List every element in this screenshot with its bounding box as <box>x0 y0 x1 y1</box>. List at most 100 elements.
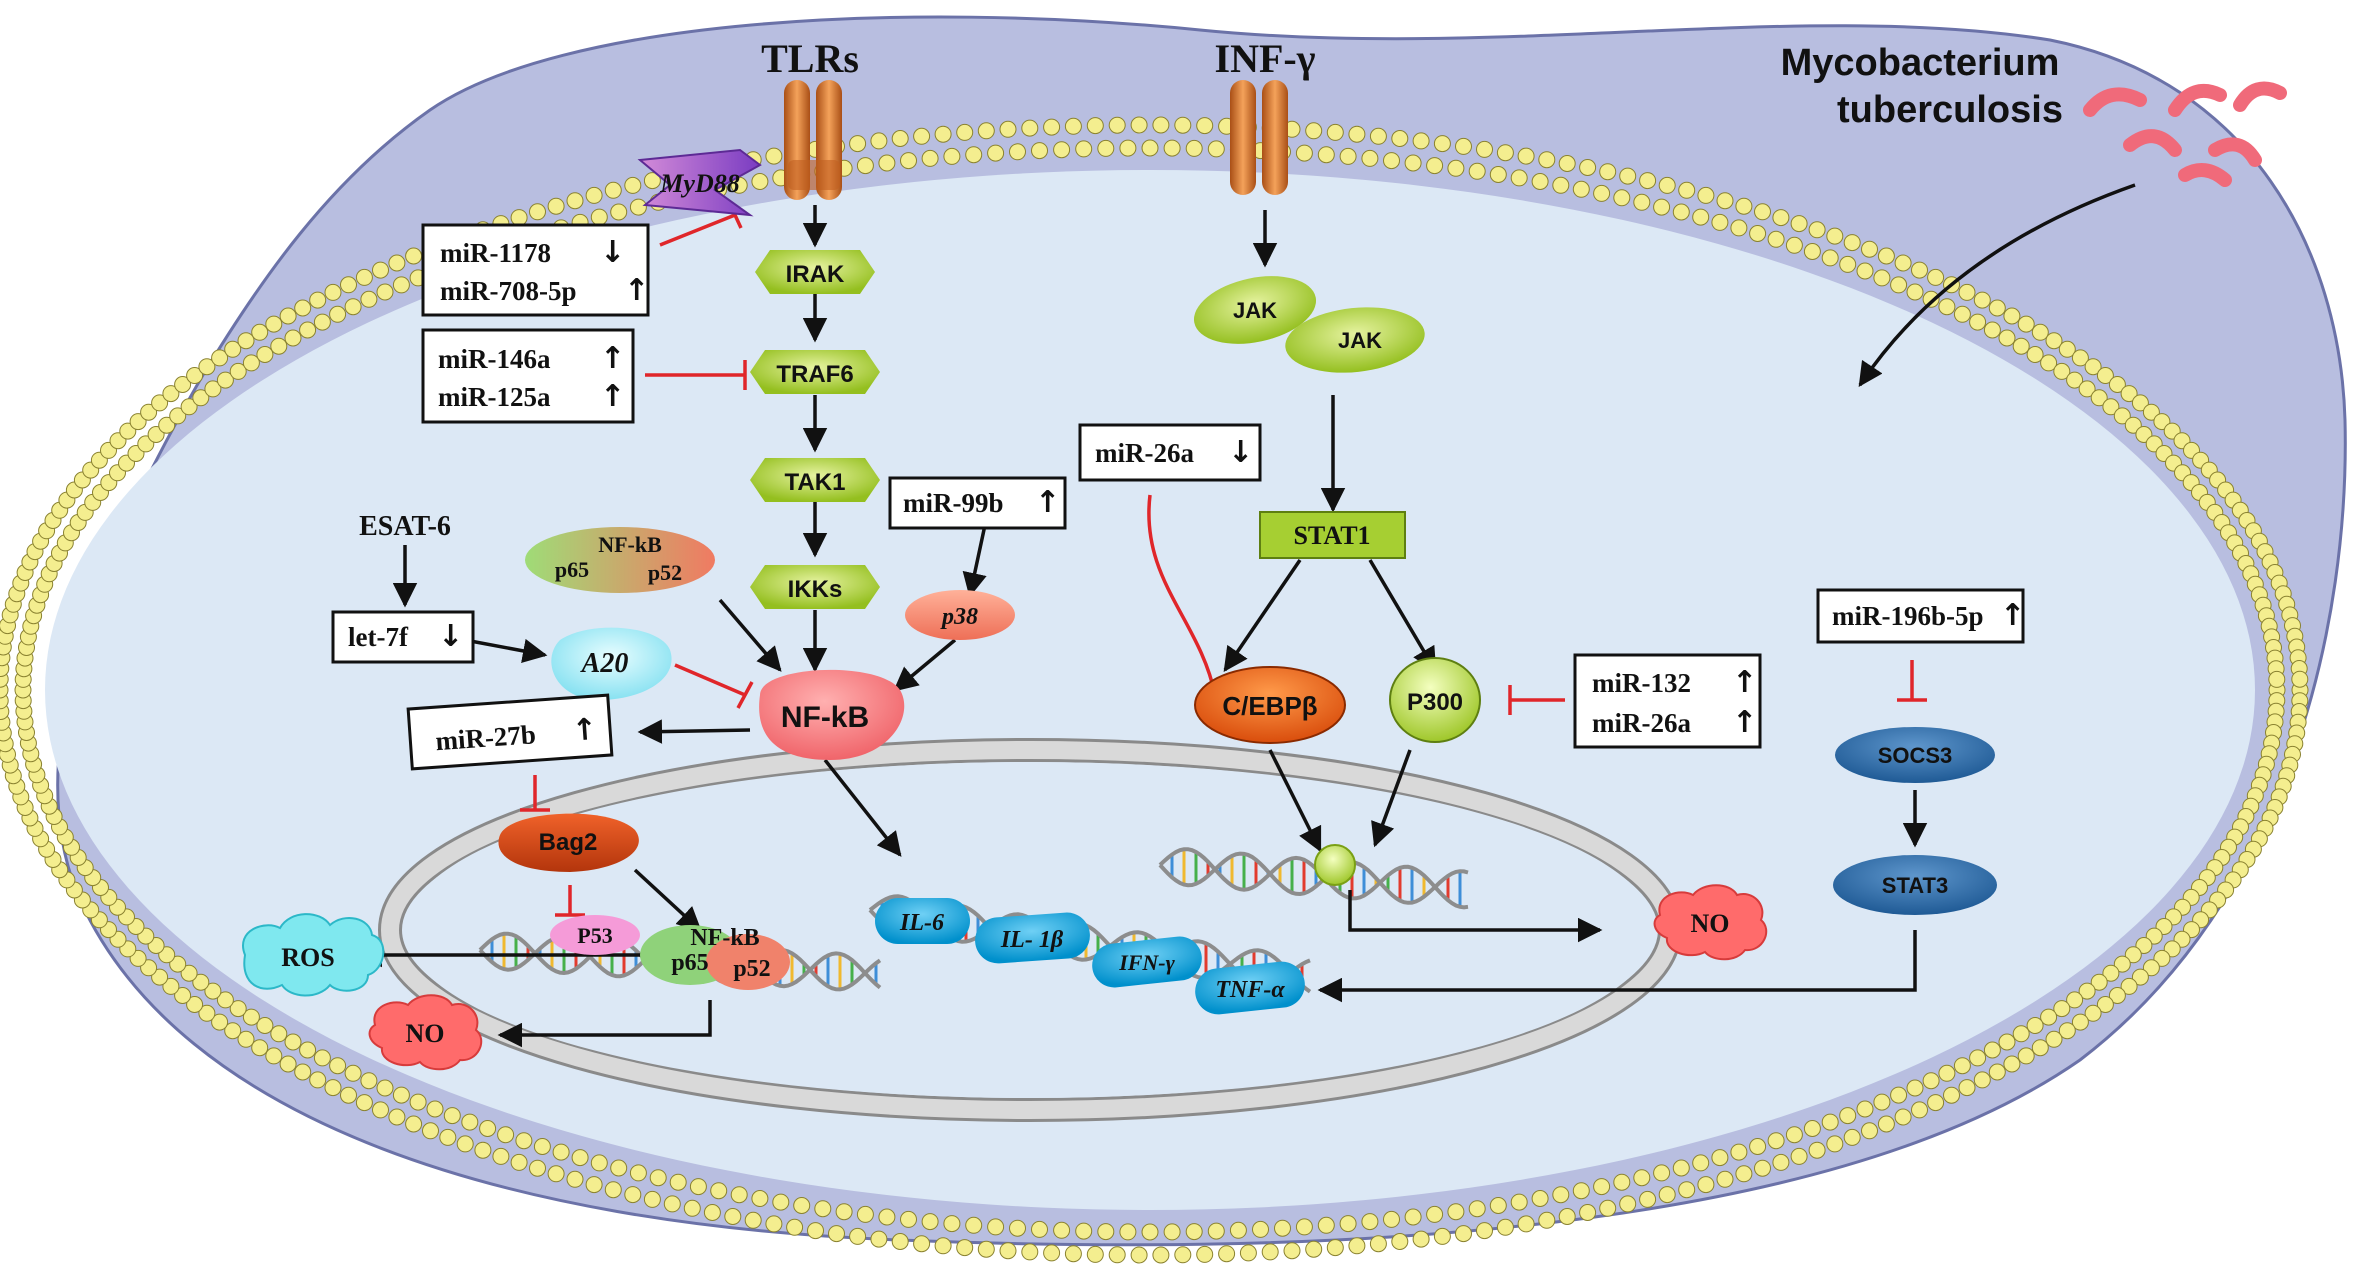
membrane-bead <box>1053 1221 1071 1239</box>
membrane-bead <box>270 1025 288 1043</box>
membrane-bead <box>344 298 362 316</box>
membrane-bead <box>1953 1057 1971 1075</box>
membrane-bead <box>1086 117 1104 135</box>
membrane-bead <box>229 1000 247 1018</box>
membrane-bead <box>180 398 198 416</box>
membrane-bead <box>329 1057 347 1075</box>
membrane-bead <box>1295 1218 1313 1236</box>
membrane-bead <box>1163 1223 1181 1241</box>
membrane-bead <box>913 127 931 145</box>
nfkb-complex-p65: p65 <box>555 557 589 582</box>
membrane-bead <box>1973 1071 1991 1089</box>
myd88-label: MyD88 <box>659 169 739 198</box>
membrane-bead <box>388 254 406 272</box>
membrane-bead <box>2040 1008 2058 1026</box>
membrane-bead <box>585 186 603 204</box>
membrane-bead <box>585 1176 603 1194</box>
membrane-bead <box>169 955 187 973</box>
membrane-bead <box>870 1230 888 1248</box>
membrane-bead <box>1433 135 1451 153</box>
mirna-box-mir27b: miR-27b ↑ <box>406 693 614 771</box>
membrane-bead <box>405 1115 423 1133</box>
membrane-bead <box>1317 1216 1335 1234</box>
membrane-bead <box>1043 1244 1061 1262</box>
membrane-bead <box>158 416 176 434</box>
membrane-bead <box>1468 1200 1486 1218</box>
membrane-bead <box>1843 1128 1861 1146</box>
membrane-bead <box>1572 180 1590 198</box>
membrane-bead <box>624 176 642 194</box>
nfkb-complex-nucleus: NF-kB p65 p52 <box>640 925 790 990</box>
membrane-bead <box>1790 1147 1808 1165</box>
membrane-bead <box>2142 959 2160 977</box>
ros-label: ROS <box>281 943 334 972</box>
membrane-bead <box>242 1008 260 1026</box>
membrane-bead <box>1856 1100 1874 1118</box>
p300-node: P300 <box>1389 657 1481 743</box>
membrane-bead <box>1593 184 1611 202</box>
membrane-bead <box>1174 1246 1192 1264</box>
membrane-bead <box>1383 1210 1400 1228</box>
membrane-bead <box>140 403 158 421</box>
mirna-box-mir196b: miR-196b-5p ↑ <box>1816 588 2025 644</box>
membrane-bead <box>1538 151 1556 169</box>
membrane-bead <box>229 362 247 380</box>
membrane-bead <box>461 1113 479 1131</box>
membrane-bead <box>1716 1170 1734 1188</box>
membrane-bead <box>1856 262 1874 280</box>
membrane-bead <box>1754 203 1771 221</box>
membrane-bead <box>649 1169 667 1187</box>
membrane-bead <box>1119 139 1137 157</box>
membrane-bead <box>162 977 180 995</box>
membrane-bead <box>265 315 283 333</box>
membrane-bead <box>1009 143 1026 161</box>
membrane-bead <box>643 1190 661 1208</box>
membrane-bead <box>1141 1223 1159 1241</box>
membrane-bead <box>313 1049 331 1067</box>
membrane-bead <box>309 1071 327 1089</box>
membrane-bead <box>1826 1135 1844 1153</box>
membrane-bead <box>828 1225 845 1243</box>
p38-label: p38 <box>940 604 978 630</box>
membrane-bead <box>1998 329 2016 347</box>
membrane-bead <box>900 1210 917 1228</box>
membrane-bead <box>934 125 952 143</box>
mir-26a-up-arrow: ↑ <box>1732 705 1757 740</box>
membrane-bead <box>309 291 327 309</box>
membrane-bead <box>566 1170 584 1188</box>
membrane-bead <box>1412 1230 1430 1248</box>
membrane-bead <box>1969 313 1987 331</box>
membrane-bead <box>242 354 260 372</box>
membrane-bead <box>1613 189 1631 207</box>
membrane-bead <box>2031 323 2049 341</box>
membrane-bead <box>891 1233 909 1250</box>
membrane-bead <box>279 307 297 325</box>
membrane-bead <box>552 1143 570 1161</box>
membrane-bead <box>1361 1213 1379 1231</box>
membrane-bead <box>204 982 222 1000</box>
membrane-bead <box>515 1132 533 1150</box>
irak-label: IRAK <box>786 261 845 288</box>
membrane-bead <box>590 208 608 226</box>
no-left-label: NO <box>406 1019 445 1048</box>
membrane-bead <box>422 1122 439 1140</box>
p53-node: P53 <box>550 915 640 955</box>
membrane-bead <box>2031 1039 2049 1057</box>
membrane-bead <box>1843 234 1861 252</box>
membrane-bead <box>1031 142 1048 160</box>
membrane-bead <box>1619 167 1637 185</box>
a20-label: A20 <box>580 648 629 679</box>
membrane-bead <box>629 198 647 216</box>
membrane-bead <box>1108 1246 1126 1264</box>
membrane-bead <box>405 247 423 265</box>
membrane-bead <box>1785 1126 1803 1144</box>
membrane-bead <box>1890 1086 1908 1104</box>
membrane-bead <box>1653 1164 1671 1182</box>
membrane-bead <box>1808 221 1826 239</box>
membrane-bead <box>1174 116 1192 134</box>
membrane-bead <box>1927 1094 1945 1112</box>
membrane-bead <box>2066 991 2084 1009</box>
membrane-bead <box>765 147 783 165</box>
membrane-bead <box>1730 219 1748 237</box>
membrane-bead <box>1767 1132 1785 1150</box>
